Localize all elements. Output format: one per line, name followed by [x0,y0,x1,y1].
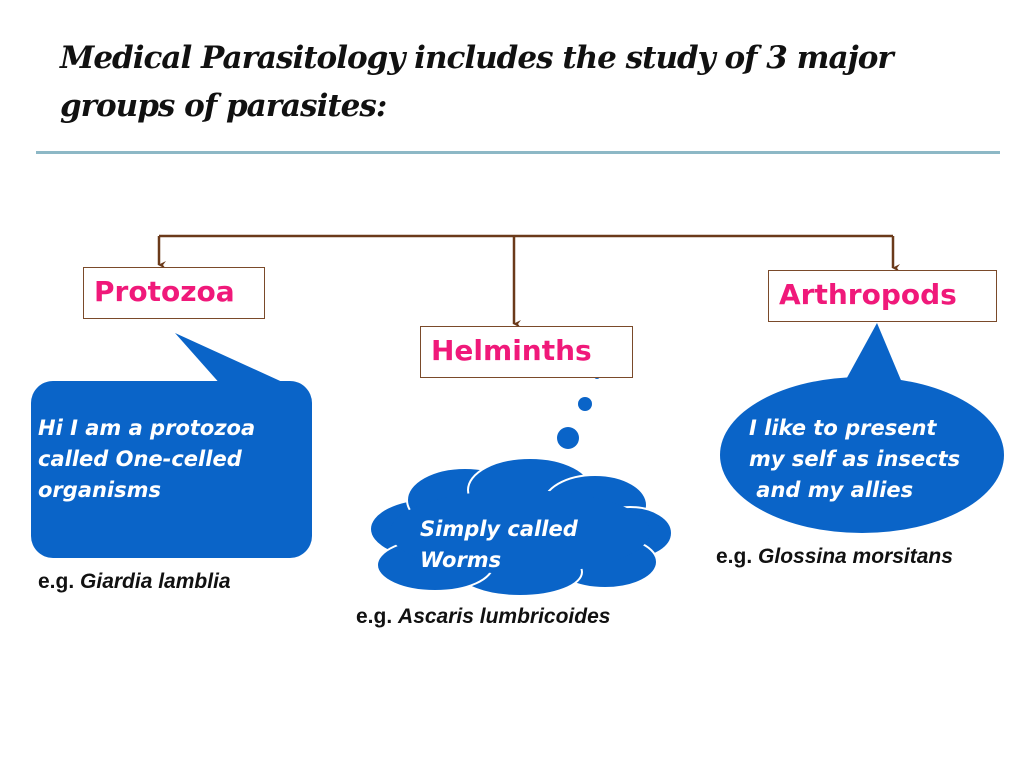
helminths-example-prefix: e.g. [356,605,393,628]
helminths-cloud-line-1: Simply called [420,517,578,541]
protozoa-bubble-text: Hi I am a protozoa called One-celled org… [38,413,255,506]
arthropods-bubble-body [720,377,1004,533]
protozoa-example: e.g. Giardia lamblia [38,570,231,594]
title-line-1: Medical Parasitology includes the study … [60,40,894,76]
protozoa-example-prefix: e.g. [38,570,75,593]
slide-title: Medical Parasitology includes the study … [60,34,960,130]
helminths-cloud-core [390,490,650,574]
group-box-protozoa: Protozoa [83,267,265,319]
arthropods-example-species: Glossina morsitans [758,545,953,568]
arthropods-example-prefix: e.g. [716,545,753,568]
arthropods-bubble-tail [843,323,903,385]
helminths-example-species: Ascaris lumbricoides [398,605,611,628]
title-line-2: groups of parasites: [60,88,387,124]
protozoa-bubble-line-2: called One-celled [38,447,242,471]
connector-tree [157,234,900,328]
arthropods-speech-bubble [720,323,1004,533]
thought-dot-medium [578,397,592,411]
group-box-helminths: Helminths [420,326,633,378]
helminths-cloud-text: Simply called Worms [420,514,578,576]
group-label-arthropods: Arthropods [779,278,957,311]
arthropods-example: e.g. Glossina morsitans [716,545,953,569]
arthropods-bubble-line-3: and my allies [749,478,914,502]
protozoa-bubble-tail [175,333,300,395]
thought-dot-large [557,427,579,449]
protozoa-speech-bubble [31,333,312,558]
protozoa-bubble-line-3: organisms [38,478,162,502]
arthropods-bubble-line-2: my self as insects [749,447,961,471]
helminths-cloud-line-2: Worms [420,548,502,572]
protozoa-example-species: Giardia lamblia [80,570,231,593]
helminths-example: e.g. Ascaris lumbricoides [356,605,610,629]
title-divider [36,151,1000,154]
group-label-helminths: Helminths [431,334,592,367]
arthropods-bubble-text: I like to present my self as insects and… [749,413,960,506]
protozoa-bubble-line-1: Hi I am a protozoa [38,416,256,440]
group-label-protozoa: Protozoa [94,275,235,308]
group-box-arthropods: Arthropods [768,270,997,322]
arthropods-bubble-line-1: I like to present [749,416,937,440]
protozoa-bubble-body [31,381,312,558]
helminths-thought-cloud [369,373,673,597]
